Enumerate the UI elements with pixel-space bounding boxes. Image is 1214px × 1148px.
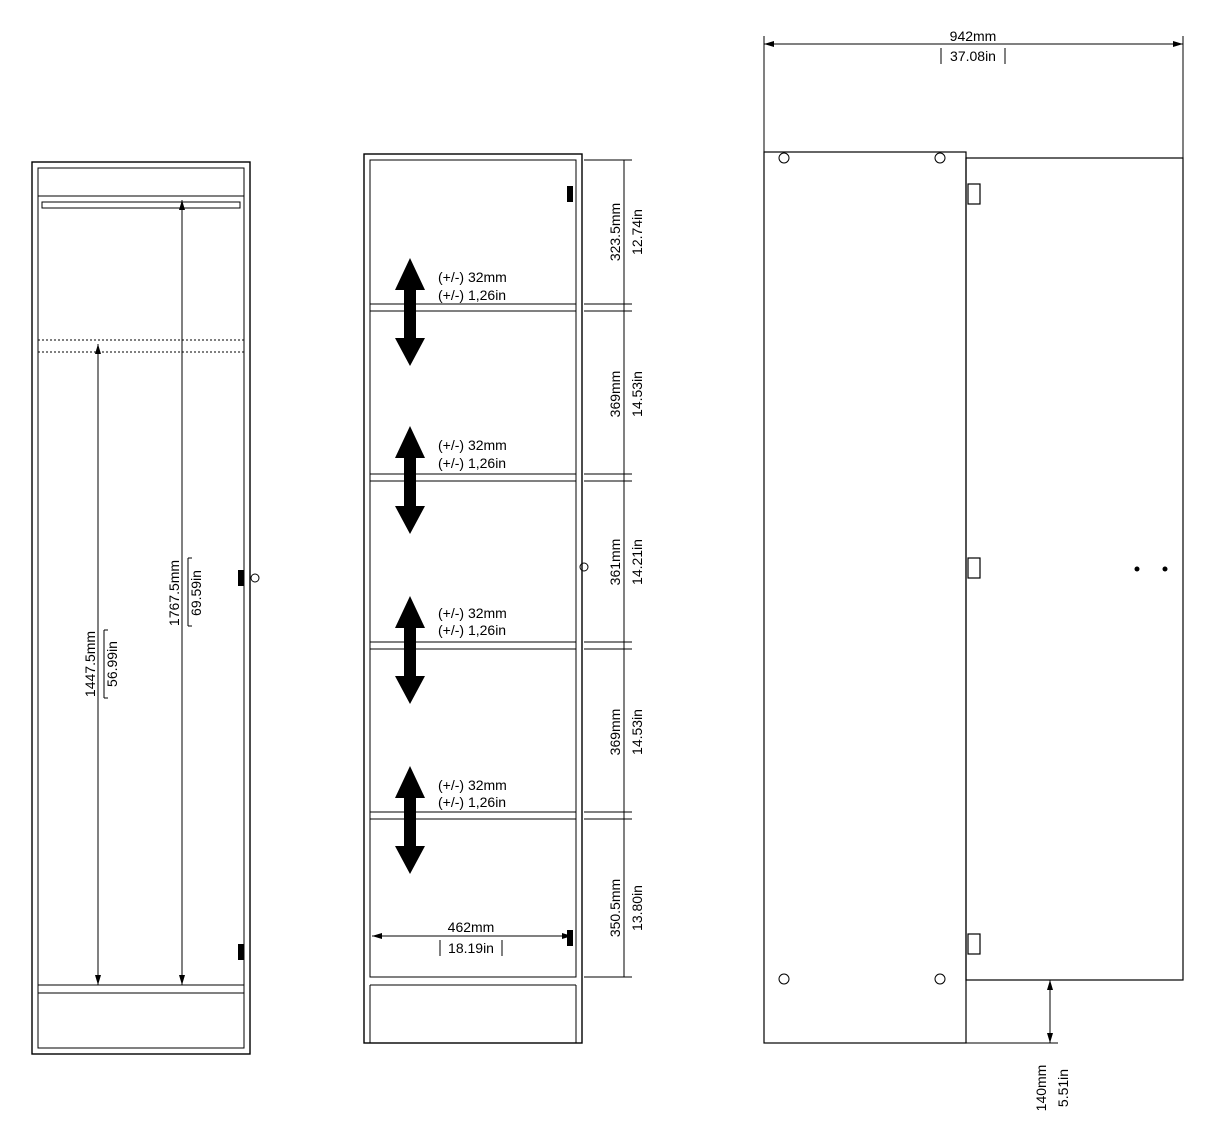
dim-total-in: 69.59in <box>188 570 204 616</box>
adjust-label-mm: (+/-) 32mm <box>438 605 507 621</box>
shelf <box>370 811 576 820</box>
side-panel <box>965 157 1184 981</box>
gap-5-in: 13.80in <box>629 885 645 931</box>
hinge-icon <box>567 930 573 946</box>
gap-1-mm: 323.5mm <box>607 203 623 261</box>
arrowhead-icon <box>95 344 101 354</box>
cabinet-inner-outline <box>37 167 245 1049</box>
gap-4-mm: 369mm <box>607 709 623 756</box>
arrowhead-icon <box>764 41 774 47</box>
arrowhead-icon <box>372 933 382 939</box>
adjust-label-mm: (+/-) 32mm <box>438 437 507 453</box>
top-view: 942mm 37.08in 140mm 5.51in <box>763 28 1184 1112</box>
arrowhead-icon <box>562 933 572 939</box>
arrowhead-icon <box>95 975 101 985</box>
arrowhead-icon <box>1047 980 1053 990</box>
hinge-icon <box>967 557 981 579</box>
double-arrow-icon <box>395 258 425 366</box>
depth-in: 18.19in <box>448 940 494 956</box>
adjust-label-in: (+/-) 1,26in <box>438 455 506 471</box>
shelf-view: (+/-) 32mm (+/-) 1,26in (+/-) 32mm (+/-)… <box>363 153 645 1044</box>
double-arrow-icon <box>395 766 425 874</box>
cabinet-outline <box>31 161 251 1055</box>
adjust-label-in: (+/-) 1,26in <box>438 287 506 303</box>
cabinet-inner-outline <box>369 159 577 978</box>
knob-icon <box>579 562 589 572</box>
pin-hole-icon <box>1134 566 1140 572</box>
knob-icon <box>250 573 260 583</box>
arrowhead-icon <box>179 975 185 985</box>
screw-hole-icon <box>778 973 790 985</box>
shelf <box>370 641 576 650</box>
cabinet-outline <box>363 153 583 1044</box>
hinge-icon <box>967 183 981 205</box>
pin-hole-icon <box>1162 566 1168 572</box>
gap-2-mm: 369mm <box>607 371 623 418</box>
gap-4-in: 14.53in <box>629 709 645 755</box>
hanging-rail <box>41 201 241 209</box>
gap-3-mm: 361mm <box>607 539 623 586</box>
hinge-icon <box>967 933 981 955</box>
dim-total-mm: 1767.5mm <box>166 560 182 626</box>
screw-hole-icon <box>934 152 946 164</box>
depth-mm: 462mm <box>448 919 495 935</box>
shelf <box>370 473 576 482</box>
dim-hanging-in: 56.99in <box>104 641 120 687</box>
arrowhead-icon <box>1173 41 1183 47</box>
adjust-label-mm: (+/-) 32mm <box>438 269 507 285</box>
adjust-label-in: (+/-) 1,26in <box>438 622 506 638</box>
shelf <box>370 303 576 312</box>
door-panel <box>763 151 967 1044</box>
screw-hole-icon <box>934 973 946 985</box>
front-view: 1447.5mm 56.99in 1767.5mm 69.59in <box>31 161 260 1055</box>
double-arrow-icon <box>395 596 425 704</box>
arrowhead-icon <box>1047 1033 1053 1043</box>
gap-3-in: 14.21in <box>629 539 645 585</box>
gap-1-in: 12.74in <box>629 209 645 255</box>
hinge-icon <box>238 944 244 960</box>
gap-5-mm: 350.5mm <box>607 879 623 937</box>
width-mm: 942mm <box>950 28 997 44</box>
arrowhead-icon <box>179 200 185 210</box>
gap-2-in: 14.53in <box>629 371 645 417</box>
hinge-icon <box>567 186 573 202</box>
dim-hanging-mm: 1447.5mm <box>82 631 98 697</box>
width-in: 37.08in <box>950 48 996 64</box>
base-in: 5.51in <box>1055 1069 1071 1107</box>
screw-hole-icon <box>778 152 790 164</box>
adjust-label-mm: (+/-) 32mm <box>438 777 507 793</box>
double-arrow-icon <box>395 426 425 534</box>
hinge-icon <box>238 570 244 586</box>
base-mm: 140mm <box>1033 1065 1049 1112</box>
adjust-label-in: (+/-) 1,26in <box>438 794 506 810</box>
